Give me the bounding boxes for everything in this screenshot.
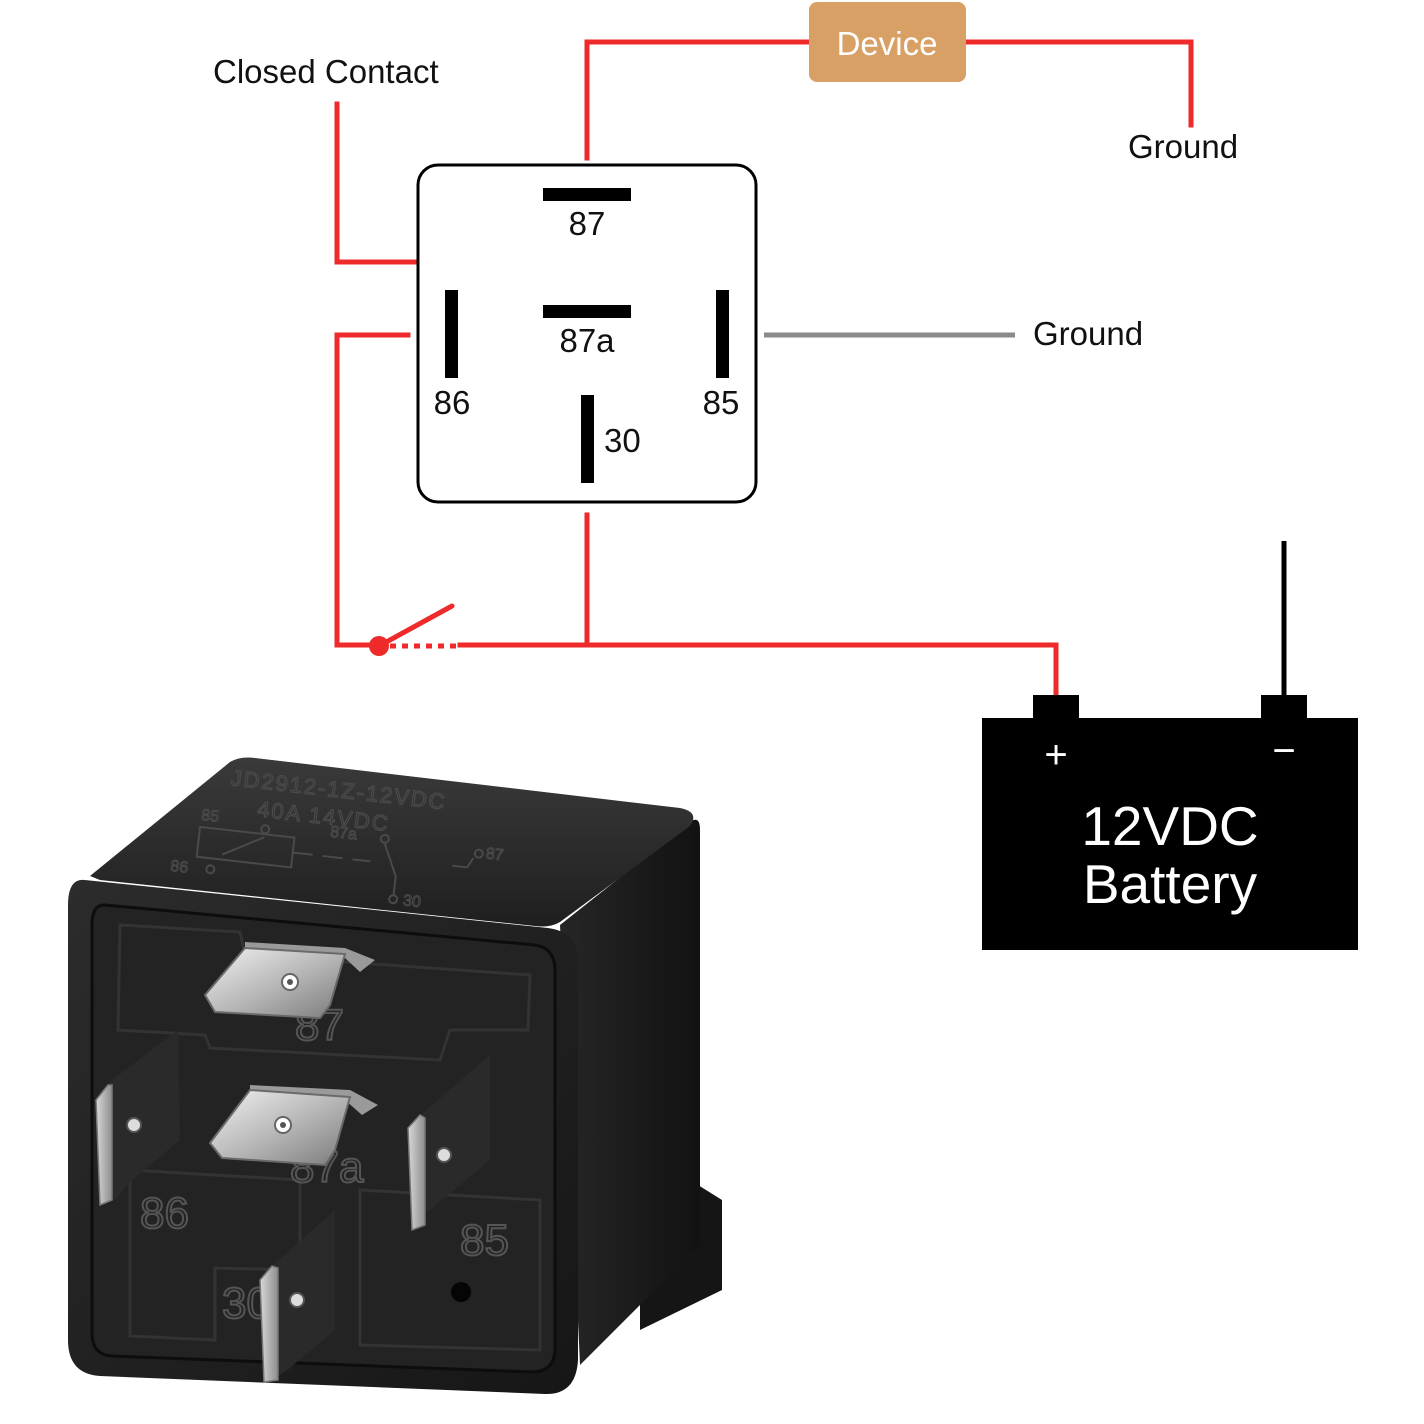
pin-87-bar xyxy=(543,188,631,201)
pin-30-label: 30 xyxy=(604,422,641,459)
battery-body xyxy=(982,718,1358,950)
terminal-87 xyxy=(203,942,375,1020)
relay-outline xyxy=(416,163,758,504)
device-label: Device xyxy=(837,25,938,62)
terminal-85 xyxy=(407,1055,490,1232)
closed-contact-label: Closed Contact xyxy=(213,53,439,90)
relay-pin-86-emboss: 86 xyxy=(140,1189,189,1238)
device-box: Device xyxy=(809,2,966,82)
ground-right-label: Ground xyxy=(1033,315,1143,352)
pin-86-bar xyxy=(445,290,458,378)
terminal-30 xyxy=(259,1210,335,1383)
ground-top-label: Ground xyxy=(1128,128,1238,165)
pin-30-bar xyxy=(581,395,594,483)
switch-lever xyxy=(376,603,455,649)
pin-85-label: 85 xyxy=(703,384,740,421)
relay-schematic-symbol xyxy=(195,824,484,905)
wire-86-to-switch xyxy=(334,332,411,648)
relay-sch-87-text: 87 xyxy=(485,845,505,864)
battery-minus-sign: − xyxy=(1272,729,1295,773)
wire-87-to-device xyxy=(584,39,813,161)
battery: + − 12VDC Battery xyxy=(982,695,1358,950)
terminal-87a xyxy=(208,1085,378,1167)
wire-device-to-ground xyxy=(963,39,1194,128)
relay-sch-86-text: 86 xyxy=(169,858,189,877)
terminal-86 xyxy=(95,1030,180,1207)
pin-85-bar xyxy=(716,290,729,378)
battery-name-label: Battery xyxy=(1083,853,1258,915)
relay-sch-85-text: 85 xyxy=(200,807,220,826)
battery-negative-terminal xyxy=(1261,695,1307,721)
battery-positive-terminal xyxy=(1033,695,1079,721)
relay-side-face xyxy=(560,819,700,1365)
wire-battery-positive xyxy=(457,642,1059,698)
battery-voltage-label: 12VDC xyxy=(1081,795,1258,857)
pin-87-label: 87 xyxy=(569,205,606,242)
relay-photo: JD2912-1Z-12VDC 40A 14VDC 85 xyxy=(68,757,722,1395)
pin-86-label: 86 xyxy=(434,384,471,421)
relay-front-hole xyxy=(451,1282,471,1302)
relay-sch-87a-text: 87a xyxy=(329,824,358,844)
battery-plus-sign: + xyxy=(1044,733,1067,777)
relay-sch-30-text: 30 xyxy=(402,892,422,911)
pin-87a-bar xyxy=(543,305,631,318)
relay-panel-ridge-right xyxy=(358,1188,542,1352)
pin-87a-label: 87a xyxy=(559,322,615,359)
relay-pin-diagram: 87 87a 86 85 30 xyxy=(416,163,758,504)
switch xyxy=(369,603,458,656)
relay-panel-ridge-low xyxy=(128,1168,302,1342)
relay-pin-85-emboss: 85 xyxy=(460,1216,509,1265)
relay-top-face xyxy=(90,757,694,927)
